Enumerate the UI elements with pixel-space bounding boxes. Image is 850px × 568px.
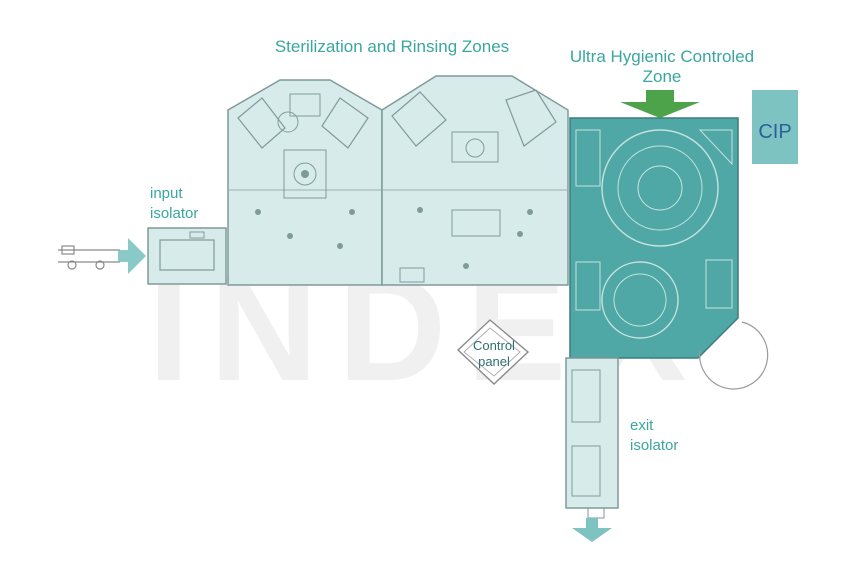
input-isolator: [147, 227, 227, 285]
control-panel-label-line1: Control: [473, 338, 515, 353]
input-arrow: [118, 238, 146, 274]
exit-isolator: [565, 357, 619, 519]
sterilization-zone-1: [227, 79, 383, 286]
cip-box: [752, 90, 798, 164]
control-panel-label-line2: panel: [478, 354, 510, 369]
ultra-hygienic-zone: [569, 117, 739, 359]
input-isolator-label-line1: input: [150, 185, 183, 202]
sterilization-zone-2: [381, 75, 569, 286]
inlet-conveyor: [58, 245, 120, 270]
ultra-hygienic-label-line2: Zone: [643, 67, 682, 86]
ultra-zone-arrow: [620, 90, 700, 118]
ultra-hygienic-label-line1: Ultra Hygienic Controled: [570, 47, 754, 66]
input-isolator-label-line2: isolator: [150, 205, 198, 222]
exit-isolator-label-line2: isolator: [630, 437, 678, 454]
rotary-housing: [699, 321, 769, 390]
cip-label: CIP: [758, 121, 791, 143]
exit-isolator-label-line1: exit: [630, 417, 654, 434]
sterilization-zones-label: Sterilization and Rinsing Zones: [275, 37, 509, 56]
control-panel: [456, 319, 530, 385]
exit-arrow: [572, 518, 612, 542]
